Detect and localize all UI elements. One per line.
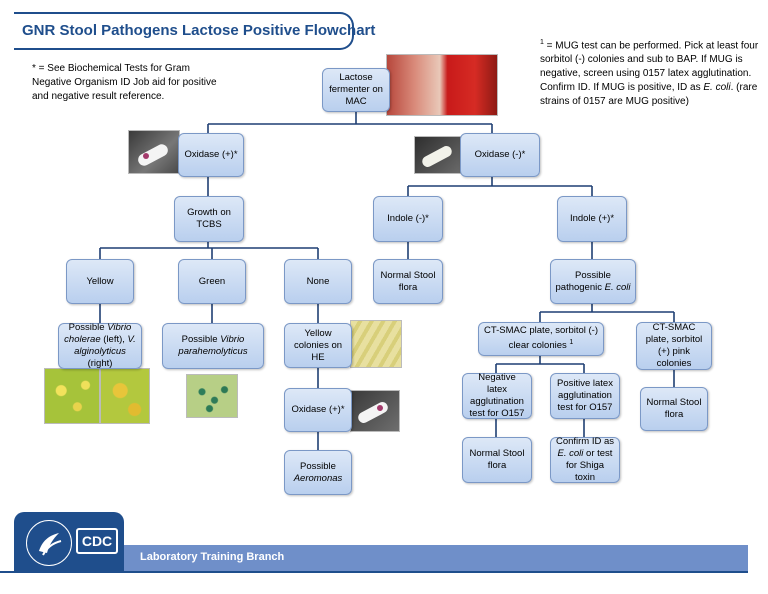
node-indole-positive: Indole (+)*	[557, 196, 627, 242]
oxidase-swab-photo-1	[128, 130, 180, 174]
vc-text-e: (right)	[87, 358, 113, 369]
node-yellow: Yellow	[66, 259, 134, 304]
node-possible-vibrio-cholerae: Possible Vibrio cholerae (left), V. algi…	[58, 322, 142, 369]
aeromonas-text-b: Aeromonas	[293, 472, 343, 484]
mug-note-italic: E. coli	[703, 82, 731, 94]
node-normal-flora-4: Normal Stool flora	[640, 387, 708, 431]
node-confirm-id: Confirm ID as E. coli or test for Shiga …	[550, 436, 620, 483]
node-indole-negative: Indole (-)*	[373, 196, 443, 242]
vc-text-c: (left),	[100, 334, 128, 345]
mug-note-post: . (rare strains of 0157 are MUG positive…	[540, 82, 758, 108]
cdc-logo: CDC	[76, 528, 118, 554]
node-ctsmac-sorbitol-negative: CT-SMAC plate, sorbitol (-) clear coloni…	[478, 322, 604, 356]
node-growth-tcbs: Growth on TCBS	[174, 196, 244, 242]
mug-note-sup: 1	[540, 39, 544, 46]
vc-text-a: Possible	[68, 322, 108, 333]
node-none: None	[284, 259, 352, 304]
macconkey-plates-photo	[386, 54, 498, 116]
ctsmac-neg-text: CT-SMAC plate, sorbitol (-) clear coloni…	[483, 325, 599, 352]
mug-note: 1 = MUG test can be performed. Pick at l…	[540, 36, 766, 109]
node-ctsmac-sorbitol-positive: CT-SMAC plate, sorbitol (+) pink colonie…	[636, 322, 712, 370]
node-possible-vibrio-para: Possible Vibrio parahemolyticus	[162, 323, 264, 369]
footer-bar	[124, 545, 748, 571]
he-agar-plate-photo	[350, 320, 402, 368]
node-lactose-fermenter: Lactose fermenter on MAC	[322, 68, 390, 112]
possible-ecoli-italic: E. coli	[604, 281, 631, 293]
ctsmac-neg-sup: 1	[569, 339, 574, 347]
vp-text-a: Possible	[181, 334, 221, 345]
possible-ecoli-text: Possible pathogenic	[555, 269, 611, 293]
vibrio-para-plate-photo	[186, 374, 238, 418]
oxidase-swab-photo-3	[350, 390, 400, 432]
node-possible-ecoli: Possible pathogenic E. coli	[550, 259, 636, 304]
title-frame	[14, 12, 354, 50]
confirm-text-c: or test for Shiga toxin	[565, 448, 613, 483]
vc-text-d: V. alginolyticus	[74, 334, 136, 357]
node-normal-flora-2: Normal Stool flora	[462, 437, 532, 483]
confirm-text-a: Confirm ID as	[555, 436, 615, 447]
page-title: GNR Stool Pathogens Lactose Positive Flo…	[22, 22, 376, 39]
node-oxidase-negative: Oxidase (-)*	[460, 133, 540, 177]
node-yellow-colonies-he: Yellow colonies on HE	[284, 323, 352, 368]
node-green: Green	[178, 259, 246, 304]
footer-branch-label: Laboratory Training Branch	[140, 551, 285, 563]
oxidase-swab-photo-2	[414, 136, 462, 174]
vibrio-cholerae-plate-photo	[44, 368, 100, 424]
biochem-note: * = See Biochemical Tests for Gram Negat…	[32, 63, 217, 102]
node-normal-flora-1: Normal Stool flora	[373, 259, 443, 304]
node-positive-latex: Positive latex agglutination test for O1…	[550, 373, 620, 419]
mug-note-pre: = MUG test can be performed. Pick at lea…	[540, 40, 759, 94]
node-negative-latex: Negative latex agglutination test for O1…	[462, 372, 532, 419]
vp-text-b: Vibrio parahemolyticus	[178, 334, 248, 357]
node-oxidase-positive: Oxidase (+)*	[178, 133, 244, 177]
vibrio-alginolyticus-plate-photo	[100, 368, 150, 424]
node-oxidase-positive-2: Oxidase (+)*	[284, 388, 352, 432]
vc-text-b: Vibrio cholerae	[64, 322, 132, 345]
hhs-seal-icon	[26, 520, 72, 566]
confirm-text-b: E. coli	[557, 448, 584, 459]
aeromonas-text-a: Possible	[300, 460, 336, 472]
footer-rule	[0, 571, 748, 573]
